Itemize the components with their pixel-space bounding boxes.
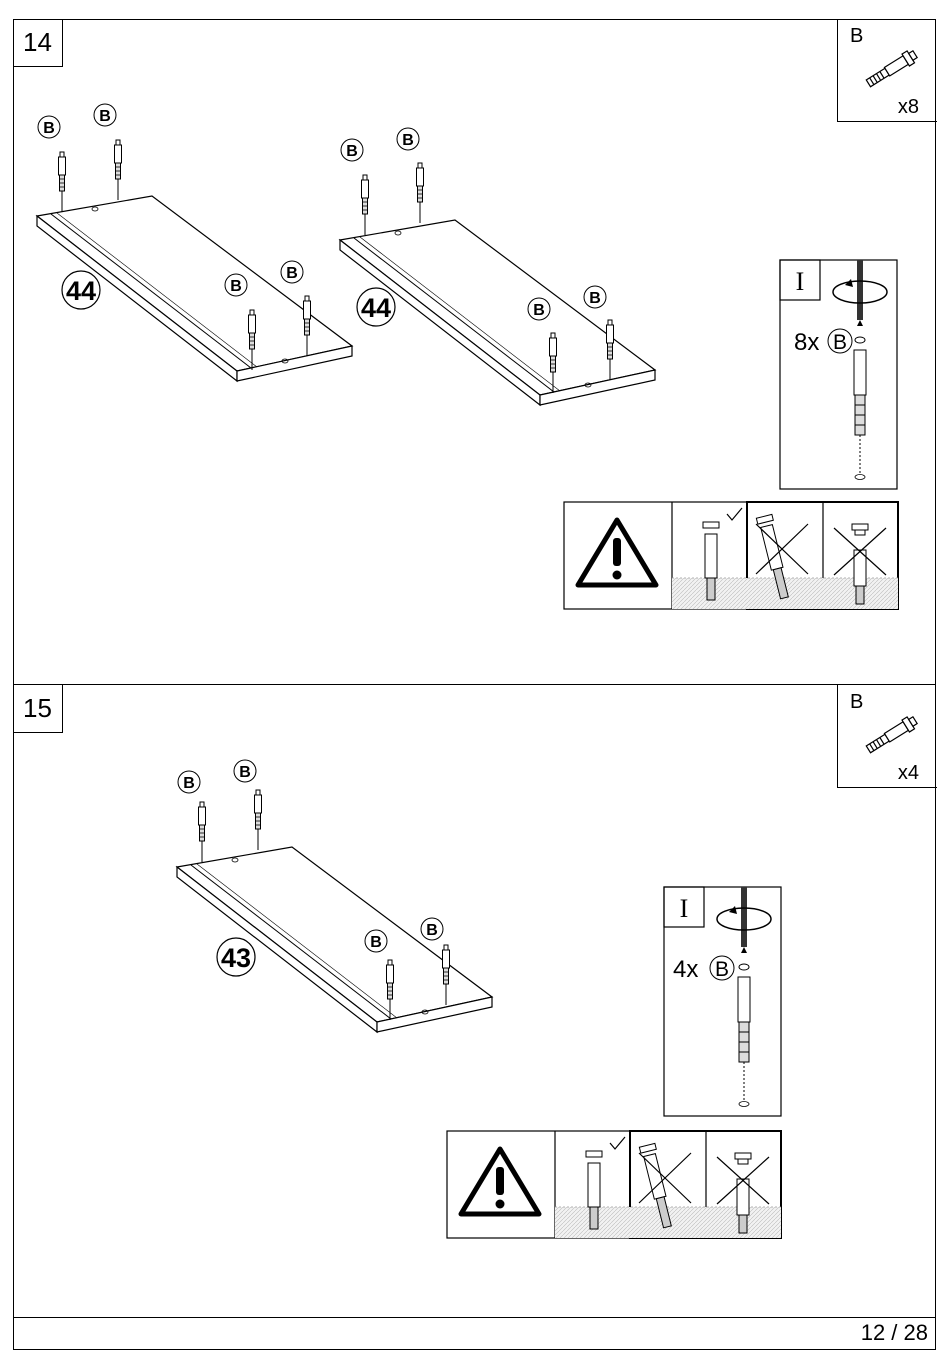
- bolt-label: B: [346, 143, 358, 160]
- bolt-label: B: [426, 922, 438, 939]
- panel-label: 43: [221, 943, 251, 973]
- install-quantity: 4x: [673, 956, 698, 983]
- cam-bolt: [362, 175, 369, 235]
- bolt-label: B: [402, 132, 414, 149]
- page-number: 12 / 28: [861, 1320, 928, 1346]
- bolt-label: B: [43, 120, 55, 137]
- cam-bolt: [59, 152, 66, 212]
- panel-label: 44: [361, 293, 391, 323]
- info-label: I: [796, 267, 805, 296]
- info-label: I: [680, 894, 689, 923]
- bolt-label: B: [230, 278, 242, 295]
- bolt-label: B: [99, 108, 111, 125]
- bolt-label: B: [286, 265, 298, 282]
- panel-label: 44: [66, 276, 96, 306]
- bolt-label: B: [239, 764, 251, 781]
- bolt-label: B: [183, 775, 195, 792]
- cam-bolt: [417, 163, 424, 223]
- cam-bolt: [255, 790, 262, 850]
- bolt-label: B: [589, 290, 601, 307]
- bolt-label: B: [370, 934, 382, 951]
- cam-bolt: [199, 802, 206, 862]
- install-part: B: [715, 958, 729, 981]
- install-quantity: 8x: [794, 329, 819, 356]
- cam-bolt: [115, 140, 122, 200]
- bolt-label: B: [533, 302, 545, 319]
- panel-43: [177, 847, 492, 1032]
- install-part: B: [833, 331, 847, 354]
